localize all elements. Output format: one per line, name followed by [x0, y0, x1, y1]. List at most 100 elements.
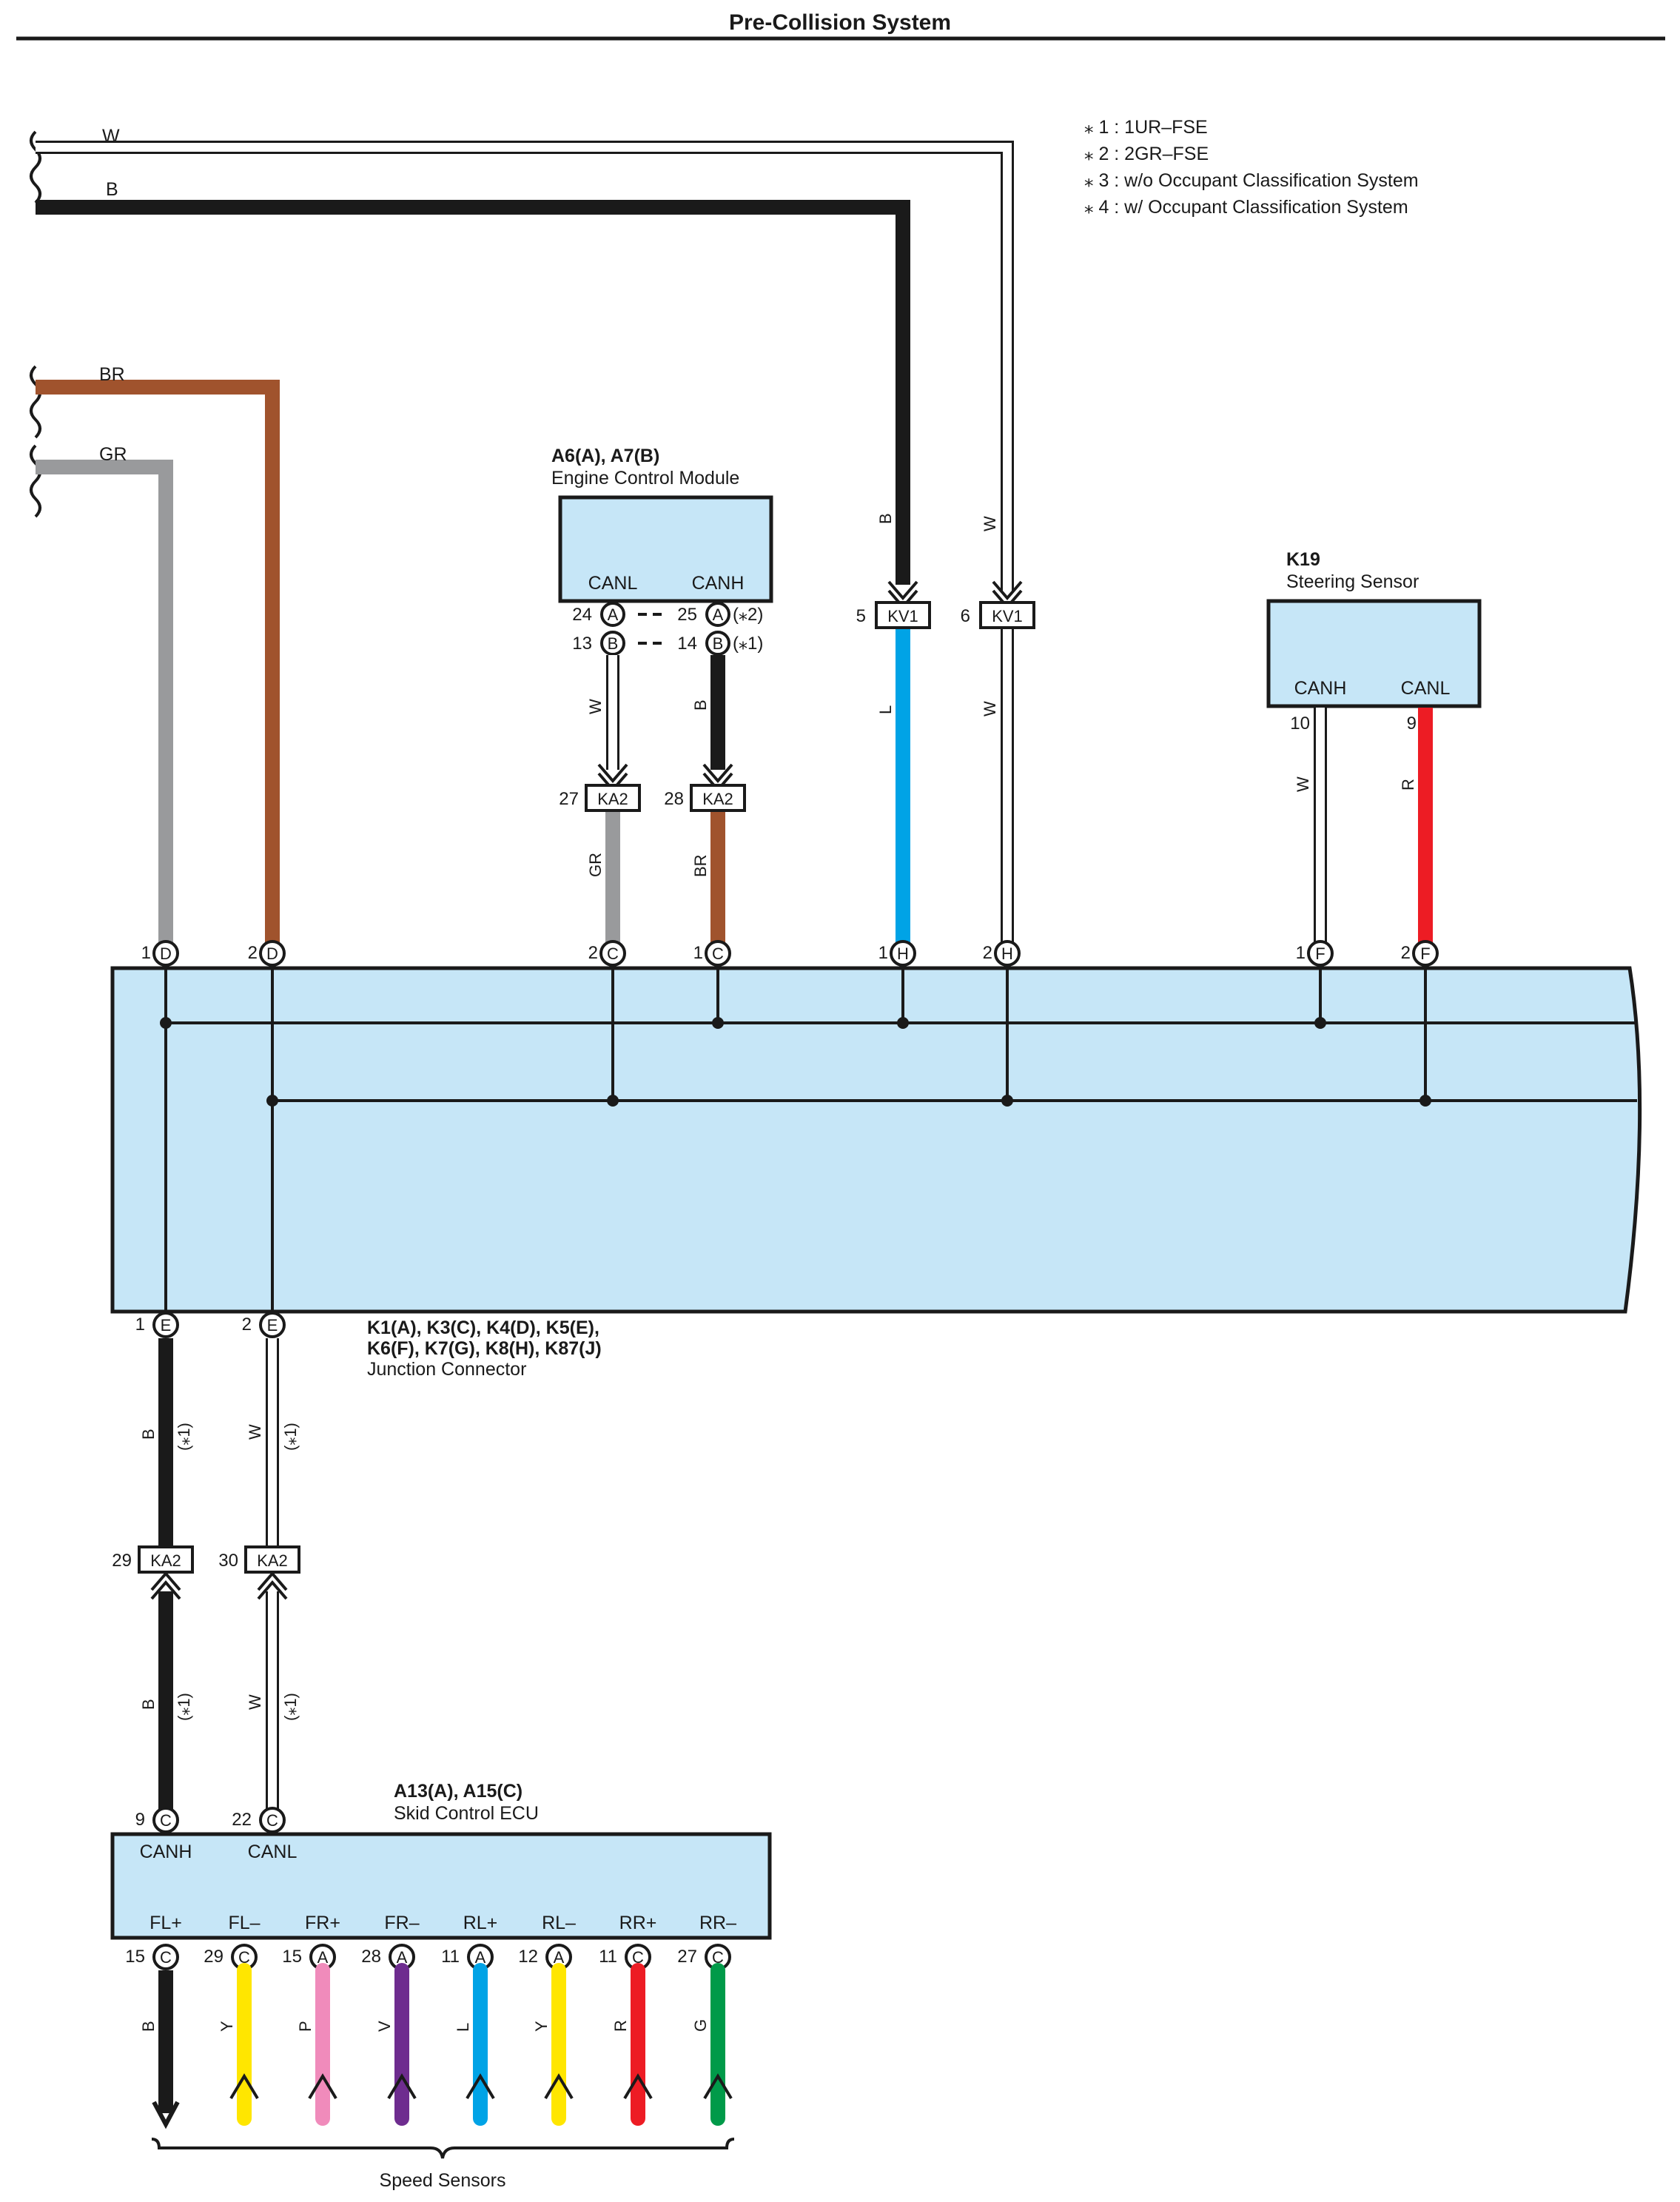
junction-top-pins: 1 D 2 D 2 C 1 C 1 H 2 H 1 F 2 F	[141, 940, 1439, 967]
kv1-label-6: KV1	[992, 607, 1023, 625]
junction-pin-c1: C	[712, 944, 724, 963]
sensor-arrow	[387, 2073, 417, 2100]
ka2-label-27: KA2	[597, 790, 628, 808]
junction-pin-d2-num: 2	[248, 943, 258, 963]
junction-pin-h1: H	[897, 944, 909, 963]
sensor-pin-letter: A	[554, 1948, 565, 1967]
sensor-wire-label: G	[691, 2019, 710, 2032]
junction-pin-h2: H	[1001, 944, 1013, 963]
junction-pin-c1-num: 1	[693, 943, 703, 963]
wire-note-ka2-30: (⁎1)	[281, 1693, 300, 1721]
wire-label-gr-ka2: GR	[586, 853, 605, 877]
ecm-pin-25-conn	[705, 602, 730, 627]
sensor-arrow	[544, 2073, 574, 2100]
wire-label-w-kv1-lower: W	[981, 701, 999, 716]
ecm-note-1: (⁎1)	[733, 634, 763, 654]
sensor-wire-label: V	[375, 2021, 394, 2032]
junction-codes-2: K6(F), K7(G), K8(H), K87(J)	[367, 1338, 602, 1359]
ecm-pin-25: 25	[677, 605, 697, 625]
sensor-pin-label: FL–	[228, 1913, 260, 1933]
junction-pin-e1-num: 1	[135, 1315, 145, 1335]
junction-nodes	[160, 1017, 1431, 1107]
ka2-label-28: KA2	[702, 790, 733, 808]
note-1: ⁎ 1 : 1UR–FSE	[1084, 117, 1208, 138]
ecm-pin-24: 24	[572, 605, 592, 625]
steering-pin-10: 10	[1290, 714, 1310, 734]
wire-label-w-kv1: W	[981, 516, 999, 531]
junction-codes-1: K1(A), K3(C), K4(D), K5(E),	[367, 1317, 599, 1338]
junction-pin-f1: F	[1315, 944, 1325, 963]
junction-pin-h2-num: 2	[983, 943, 992, 963]
skid-box	[110, 1832, 772, 1940]
speed-sensors-brace	[151, 2138, 735, 2159]
ka2-label-29: KA2	[150, 1551, 181, 1570]
wire-label-w-steering: W	[1294, 776, 1312, 792]
ecm-note-2: (⁎2)	[733, 605, 763, 625]
junction-pin-e2: E	[267, 1316, 278, 1335]
ecm-box	[558, 495, 773, 603]
skid-pin-22: 22	[232, 1810, 252, 1830]
sensor-arrow	[703, 2073, 733, 2100]
ecm-name: Engine Control Module	[551, 468, 739, 489]
sensor-wire-label: L	[454, 2023, 472, 2032]
sensor-pin-label: RR–	[699, 1913, 736, 1933]
wire-label-w-ka2-30: W	[246, 1694, 264, 1710]
note-2: ⁎ 2 : 2GR–FSE	[1084, 144, 1209, 164]
ecm-pin-24-conn	[600, 602, 625, 627]
ecm-pin-13-letter: B	[608, 634, 619, 653]
steering-pin-9: 9	[1407, 714, 1417, 734]
junction-pin-d1: D	[160, 944, 172, 963]
kv1-pin-6: 6	[961, 606, 970, 626]
ka2-connector-30	[244, 1545, 300, 1574]
note-4: ⁎ 4 : w/ Occupant Classification System	[1084, 197, 1408, 218]
ecm-pin-25-letter: A	[713, 605, 724, 624]
ka2-pin-28: 28	[664, 789, 684, 809]
wire-label-b-e1: B	[139, 1429, 158, 1440]
sensor-wire-label: P	[296, 2021, 315, 2032]
ecm-pin-13-conn	[600, 631, 625, 656]
sensor-arrow	[308, 2073, 337, 2100]
steering-name: Steering Sensor	[1286, 571, 1419, 592]
steering-box	[1266, 599, 1482, 708]
steering-code: K19	[1286, 549, 1320, 570]
sensor-pin-label: RL+	[463, 1913, 498, 1933]
ecm-canl-label: CANL	[588, 573, 638, 594]
wire-note-e2: (⁎1)	[281, 1423, 300, 1451]
sensor-pin-letter: A	[317, 1948, 329, 1967]
speed-sensors-label: Speed Sensors	[380, 2170, 506, 2191]
kv1-label-5: KV1	[887, 607, 918, 625]
wire-gr-top	[36, 460, 173, 947]
notes-legend: ⁎ 1 : 1UR–FSE ⁎ 2 : 2GR–FSE ⁎ 3 : w/o Oc…	[1084, 117, 1419, 218]
page-title: Pre-Collision System	[729, 10, 951, 35]
skid-pin-22-letter: C	[266, 1811, 278, 1830]
junction-pin-d1-num: 1	[141, 943, 151, 963]
skid-pin-9-conn	[152, 1807, 179, 1833]
ka2-label-30: KA2	[257, 1551, 288, 1570]
wire-label-r-steering: R	[1399, 779, 1417, 790]
junction-pin-c2: C	[607, 944, 619, 963]
ecm-pin-14: 14	[677, 634, 697, 654]
sensor-arrow	[623, 2073, 653, 2100]
wire-label-w-e2: W	[246, 1424, 264, 1440]
wire-label-b-ka2-29: B	[139, 1699, 158, 1710]
sensor-pin-number: 28	[361, 1947, 381, 1967]
sensor-pin-letter: C	[632, 1948, 644, 1967]
wire-label-b-ecm: B	[691, 699, 710, 711]
sensor-pin-label: FL+	[149, 1913, 182, 1933]
sensor-arrow	[229, 2073, 259, 2100]
sensor-arrow	[466, 2073, 495, 2100]
skid-pin-9-letter: C	[160, 1811, 172, 1830]
sensor-wire-label: R	[611, 2020, 630, 2032]
junction-pin-f2-num: 2	[1401, 943, 1411, 963]
sensor-pin-number: 27	[677, 1947, 697, 1967]
junction-pin-c2-num: 2	[588, 943, 598, 963]
wire-label-b-kv1: B	[876, 513, 895, 524]
wire-br-top	[36, 380, 280, 947]
wire-w-top	[36, 141, 1014, 592]
junction-pin-h1-num: 1	[878, 943, 888, 963]
